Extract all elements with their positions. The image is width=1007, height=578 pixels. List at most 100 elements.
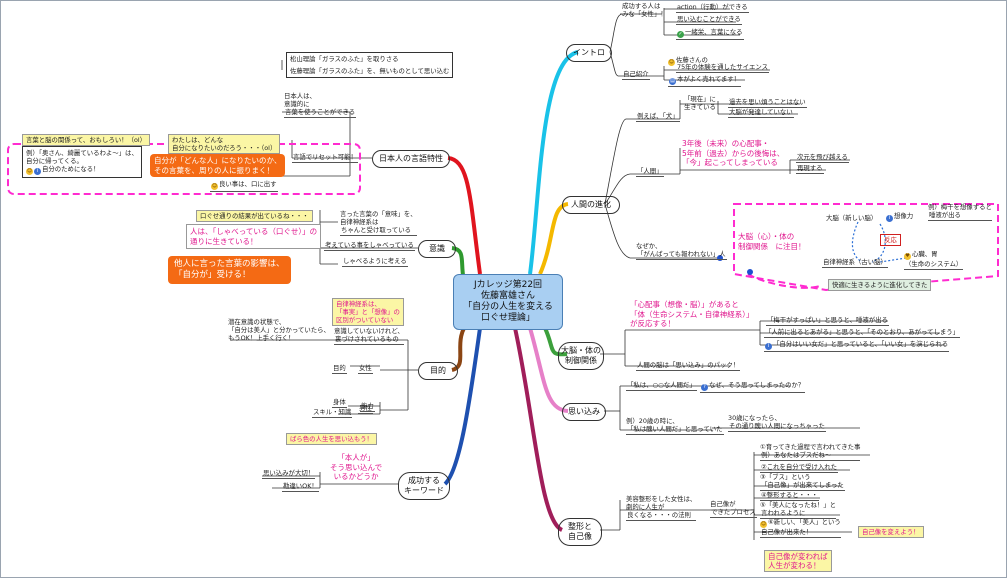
keyword-self: 「本人が」そう思い込んでいるかどうか	[330, 453, 383, 481]
evo-brain-body: 大脳（心）・体の制御関係 に注目！	[738, 232, 806, 251]
smile-icon: ☺	[760, 521, 767, 528]
goal-ability: 能力	[360, 402, 375, 412]
control-item-3: i「自分はいい女だ」と思っていると、「いい女」を演じられる	[764, 340, 950, 352]
lang-jp: 日本人は、意識的に言葉を使うことができる	[284, 92, 357, 118]
branch-self-image[interactable]: 整形と自己像	[558, 518, 602, 546]
selfimage-step-3: ③「ブス」という「自己像」が出来てしまった	[760, 473, 845, 491]
branch-curve-intro	[528, 50, 579, 275]
selfimage-change2: 自己像が変われば人生が変わる！	[764, 550, 832, 572]
habit-item-2: 考えている事をしゃべっている	[324, 241, 415, 251]
selfimage-step-1: ①育ってきた過程で言われてきた事例）あなたはブスだね～	[760, 443, 861, 461]
intro-item-1: action（行動）ができる	[676, 3, 749, 13]
central-line-1: Jカレッジ第22回	[473, 280, 543, 290]
goal-male: 男性	[358, 404, 373, 414]
central-line-3: 「自分の人生を変える	[463, 302, 553, 312]
lang-orange: 自分が「どんな人」になりたいのか、その言葉を、周りの人に振りまく！	[150, 154, 286, 177]
check-icon: ✓	[677, 31, 684, 38]
evo-human: 「人間」	[636, 167, 664, 177]
selfimage-step-6: ☺⑥新しい、「美人」という自己像が出来た！	[760, 518, 841, 538]
habit-pink: 人は、「しゃべっている（口ぐせ）」の通りに生きている！	[186, 224, 322, 249]
belief-q2: 例）20歳の時に、「私は醜い人間だ」と思っていた	[626, 417, 724, 435]
heart-icon: ♥	[904, 253, 911, 260]
selfimage-surgery: 美容整形をした女性は、劇的に人生が良くなる・・・の法則	[626, 495, 697, 521]
branch-curve-evolution	[538, 202, 569, 275]
goal-label-2: 女性	[358, 364, 373, 374]
intro-item-2: 思い込むことができる	[676, 15, 742, 25]
evo-why: なぜか、「がんばっても報われない」人	[636, 242, 727, 260]
info-icon: i	[34, 168, 41, 175]
lang-good: ☺良い事は、口に出す	[210, 180, 278, 192]
belief-q1-sub: ?なぜ、そう思ってしまったのか？	[700, 381, 806, 393]
goal-body: 身体	[332, 398, 347, 408]
branch-curve-lang	[447, 156, 482, 275]
selfimage-step-2: ②これを自分で受け入れた	[760, 463, 839, 473]
selfimage-process: 自己像ができたプロセス	[710, 500, 757, 518]
branch-curve-selfimage	[513, 327, 564, 532]
goal-skill: スキル・知識	[312, 408, 353, 418]
habit-yellow: 口ぐせ通りの結果が出ているね・・・	[196, 210, 313, 222]
evo-human-item-1: 次元を飛び越える	[796, 153, 849, 163]
smile-icon: ☺	[26, 168, 33, 175]
branch-keyword-line2: キーワード	[404, 486, 444, 495]
keyword-item-1: 思い込みが大切！	[262, 469, 316, 479]
intro-self-item-2: 75年の体験を通したサイエンス	[676, 63, 770, 73]
evo-human-pink: 3年後（未来）の心配事・5年前（過去）からの後悔は、「今」起こってしまっている	[682, 139, 785, 167]
branch-evolution[interactable]: 人間の進化	[562, 196, 620, 214]
habit-item-3: しゃべるように考える	[342, 257, 408, 267]
goal-obj: 潜在意識の状態で、「自分は美人」と分かっていたら、もうOK！上手く行く！	[228, 318, 330, 342]
evo-dog: 「現在」に生きている	[684, 95, 716, 111]
belief-q1: 「私は、○○な人間だ」	[626, 381, 697, 391]
branch-language[interactable]: 日本人の言語特性	[372, 150, 450, 168]
info-icon: i	[886, 215, 893, 222]
branch-selfimage-line1: 整形と	[568, 522, 592, 531]
evo-cortex: 大脳（新しい脳）	[826, 214, 878, 222]
control-item-2: 「人前に出るとあがる」と思うと、「そのとおり、あがってしまう」	[764, 328, 961, 338]
keyword-item-2: 勘違いOK！	[282, 482, 319, 492]
person-icon: ☺	[668, 59, 675, 66]
branch-keyword[interactable]: 成功するキーワード	[398, 472, 450, 500]
branch-curve-belief	[528, 327, 569, 413]
question-icon: ?	[701, 384, 708, 391]
selfimage-change: 自己像を変えよう！	[858, 526, 924, 538]
central-line-4: 口ぐせ理論」	[480, 313, 535, 323]
goal-unconscious: 意識していないけれど、裏づけされているもの	[334, 327, 404, 345]
evo-example: 例えば、「犬」	[636, 112, 680, 122]
keyword-rose: ばら色の人生を思い込もう！	[286, 433, 377, 445]
branch-belief[interactable]: 思い込み	[562, 403, 606, 421]
evo-dog-sub-1: 過去を思い煩うことはない	[728, 98, 807, 108]
evo-dog-sub-2: 大脳が発達していない	[728, 108, 794, 118]
branch-habit[interactable]: 意識	[418, 240, 456, 258]
evo-example2: 例）梅干を想像すると唾液が出る	[928, 203, 992, 221]
branch-control-line2: 制御関係	[565, 356, 597, 365]
selfimage-step-5: ⑤「美人になったね！」と言われるように	[760, 501, 837, 519]
branch-goal[interactable]: 目的	[418, 362, 458, 380]
branch-selfimage-line2: 自己像	[568, 532, 592, 541]
goal-yellow: 自律神経系は、「事実」と「想像」の区別がついていない	[332, 298, 404, 326]
branch-language-label: 日本人の言語特性	[379, 154, 443, 163]
habit-orange: 他人に言った言葉の影響は、「自分が」受ける！	[168, 256, 291, 284]
belief-q2-sub: 30歳になったら、その通り醜い人間になっちゃった	[728, 414, 826, 432]
intro-self-label: 自己紹介	[622, 70, 650, 80]
branch-goal-label: 目的	[430, 366, 446, 375]
lang-yellow-top: わたしは、どんな自分になりたいのだろう・・・（ol）	[168, 134, 281, 154]
intro-item-3: ✓一緒栄、言葉になる	[676, 28, 744, 40]
branch-control[interactable]: 大脳・体の制御関係	[558, 342, 604, 370]
branch-intro[interactable]: イントロ	[566, 44, 612, 62]
evo-reaction: 反応	[880, 234, 901, 246]
evo-human-item-2: 再現する	[796, 164, 824, 174]
habit-item-1: 言った言葉の「意味」を、自律神経系はちゃんと受け取っている	[340, 210, 417, 236]
selfimage-step-4: ④整形すると・・・	[760, 491, 819, 501]
branch-curve-keyword	[443, 327, 482, 486]
lang-box: 松山理論「ガラスのふた」を取りさる佐藤理論「ガラスのふた」を、無いものとして思い…	[286, 52, 454, 78]
branch-evolution-label: 人間の進化	[571, 200, 611, 209]
info-icon: i	[765, 343, 772, 350]
control-pink: 「心配事（想像・脳）」があると「体（生命システム・自律神経系）」が反応する！	[630, 300, 754, 328]
book-icon: ▤	[669, 78, 676, 85]
intro-self-item-1: ☺佐藤さんの	[668, 56, 708, 66]
intro-self-item-3: ▤本がよく売れてます！	[668, 75, 742, 87]
control-item-1: 「梅干がすっぱい」と思うと、唾液が出る	[766, 316, 889, 326]
central-topic[interactable]: Jカレッジ第22回 佐藤富雄さん 「自分の人生を変える 口ぐせ理論」	[453, 274, 563, 330]
